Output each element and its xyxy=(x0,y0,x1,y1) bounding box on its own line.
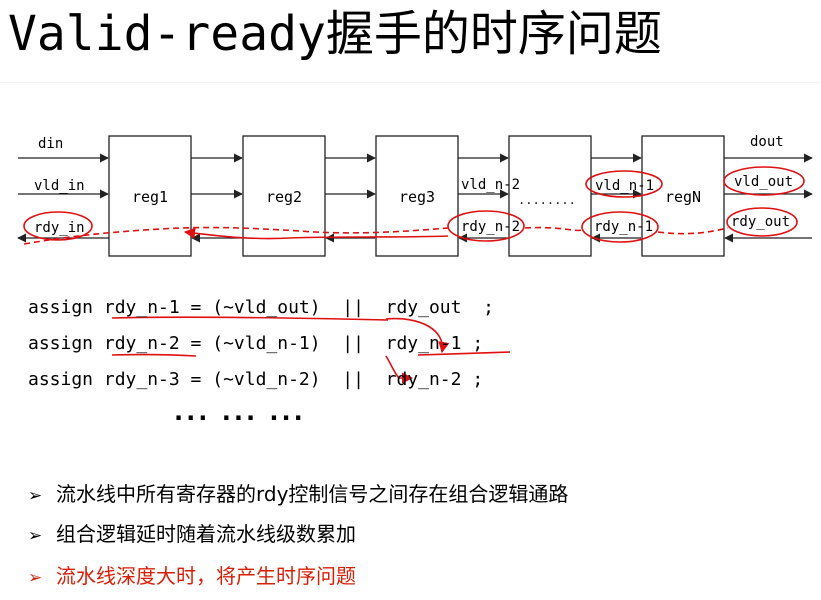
annotation-ready-path-dashed xyxy=(23,226,729,245)
bullet-arrow-icon: ➢ xyxy=(28,526,43,546)
register-label-reg3: reg3 xyxy=(399,188,435,206)
code-ellipsis: ... ... ... xyxy=(174,398,306,426)
annotation-underline-3 xyxy=(417,351,511,356)
bullet-text-2: 组合逻辑延时随着流水线级数累加 xyxy=(56,522,356,546)
annotation-ready-path-solid xyxy=(183,227,449,240)
register-box-reg1 xyxy=(108,135,192,257)
code-line-3: assign rdy_n-3 = (~vld_n-2) || rdy_n-2 ; xyxy=(28,369,484,390)
code-line-1: assign rdy_n-1 = (~vld_out) || rdy_out ; xyxy=(28,297,494,318)
signal-label-vld-n1: vld_n-1 xyxy=(595,178,654,194)
signal-label-vld-n2: vld_n-2 xyxy=(461,177,520,193)
register-box-regN xyxy=(641,135,725,257)
title-divider xyxy=(0,82,821,83)
bullet-item-2: ➢ 组合逻辑延时随着流水线级数累加 xyxy=(28,518,356,547)
register-box-mid xyxy=(508,135,592,257)
annotation-underline-1 xyxy=(111,316,389,321)
signal-label-din: din xyxy=(38,136,63,152)
signal-label-rdy-n1: rdy_n-1 xyxy=(594,219,653,235)
forward-signal-arrows xyxy=(18,153,813,199)
pipeline-continuation-dots: ........ xyxy=(518,193,576,207)
bullet-text-3: 流水线深度大时，将产生时序问题 xyxy=(56,564,356,588)
annotation-arrow-2 xyxy=(385,355,414,384)
register-box-reg2 xyxy=(242,135,326,257)
annotation-circle-rdy-n2 xyxy=(447,210,525,242)
bullet-item-1: ➢ 流水线中所有寄存器的rdy控制信号之间存在组合逻辑通路 xyxy=(28,478,568,507)
register-label-regN: regN xyxy=(665,188,701,206)
bullet-text-1: 流水线中所有寄存器的rdy控制信号之间存在组合逻辑通路 xyxy=(56,482,569,506)
signal-label-dout: dout xyxy=(750,134,784,150)
bullet-arrow-icon: ➢ xyxy=(28,486,43,506)
annotation-circle-vld-n1 xyxy=(585,170,663,198)
annotation-circle-rdy-in xyxy=(23,211,93,241)
annotation-circle-vld-out xyxy=(723,166,805,196)
annotation-circle-rdy-out xyxy=(726,207,798,237)
annotation-circle-rdy-n1 xyxy=(581,211,659,243)
annotation-arrow-1 xyxy=(385,317,450,354)
signal-label-rdy-in: rdy_in xyxy=(34,220,85,236)
signal-label-vld-out: vld_out xyxy=(734,174,793,190)
signal-label-rdy-n2: rdy_n-2 xyxy=(461,219,520,235)
register-label-reg1: reg1 xyxy=(132,188,168,206)
register-label-reg2: reg2 xyxy=(266,188,302,206)
title-suffix: 握手的时序问题 xyxy=(325,6,662,62)
red-annotations xyxy=(23,166,805,384)
slide-title: Valid-ready握手的时序问题 xyxy=(8,2,662,66)
signal-label-vld-in: vld_in xyxy=(34,178,85,194)
annotation-underline-2 xyxy=(111,353,197,357)
bullet-arrow-icon: ➢ xyxy=(28,568,43,588)
title-prefix: Valid-ready xyxy=(8,6,326,62)
bullet-item-3: ➢ 流水线深度大时，将产生时序问题 xyxy=(28,560,356,589)
signal-label-rdy-out: rdy_out xyxy=(731,214,790,230)
code-line-2: assign rdy_n-2 = (~vld_n-1) || rdy_n-1 ; xyxy=(28,333,484,354)
